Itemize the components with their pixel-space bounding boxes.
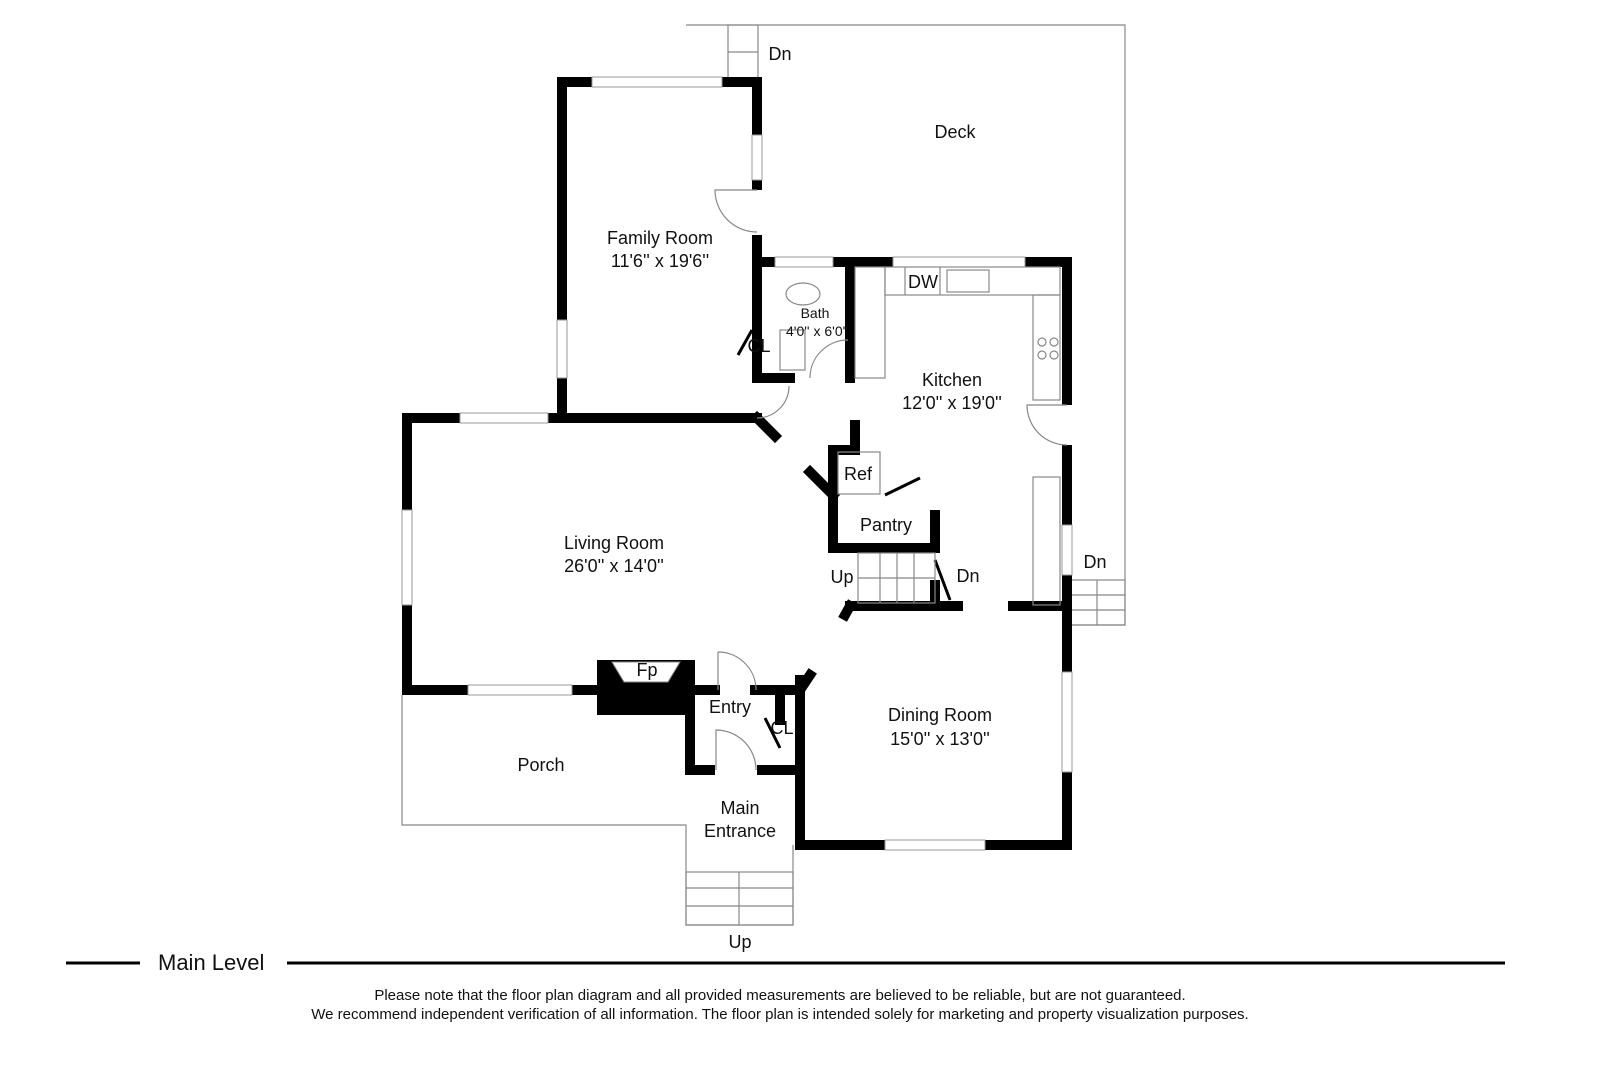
ref-label: Ref [844, 464, 873, 484]
porch-outline [401, 695, 794, 926]
front-stairs-label: Up [728, 932, 751, 952]
bath-size: 4'0'' x 6'0'' [786, 323, 848, 339]
bath-closet-label: CL [747, 336, 770, 356]
windows [401, 76, 1073, 851]
dining-room-name: Dining Room [888, 705, 992, 725]
disclaimer-line-1: Please note that the floor plan diagram … [374, 987, 1185, 1004]
main-entrance-line1: Main [720, 798, 759, 818]
entry-label: Entry [709, 697, 751, 717]
dining-room-size: 15'0'' x 13'0'' [890, 729, 990, 749]
stairs-up-label: Up [830, 567, 853, 587]
disclaimer-line-2: We recommend independent verification of… [311, 1006, 1248, 1023]
living-room-size: 26'0'' x 14'0'' [564, 556, 664, 576]
family-room-size: 11'6'' x 19'6'' [611, 251, 709, 271]
entry-closet-label: CL [770, 718, 793, 738]
doors [714, 189, 1068, 771]
porch-label: Porch [517, 755, 564, 775]
deck-outline [686, 24, 1126, 626]
level-title: Main Level [158, 950, 264, 975]
fixtures [779, 266, 1061, 606]
pantry-label: Pantry [860, 515, 912, 535]
kitchen-size: 12'0'' x 19'0'' [902, 393, 1002, 413]
stairs-down-label: Dn [956, 566, 979, 586]
kitchen-name: Kitchen [922, 370, 982, 390]
fireplace-label: Fp [636, 660, 657, 680]
deck-label: Deck [934, 122, 976, 142]
family-room-name: Family Room [607, 228, 713, 248]
living-room-name: Living Room [564, 533, 664, 553]
bath-name: Bath [801, 305, 830, 321]
dishwasher-label: DW [908, 272, 938, 292]
deck-stairs-right-label: Dn [1083, 552, 1106, 572]
deck-stairs-label: Dn [768, 44, 791, 64]
main-entrance-line2: Entrance [704, 821, 776, 841]
